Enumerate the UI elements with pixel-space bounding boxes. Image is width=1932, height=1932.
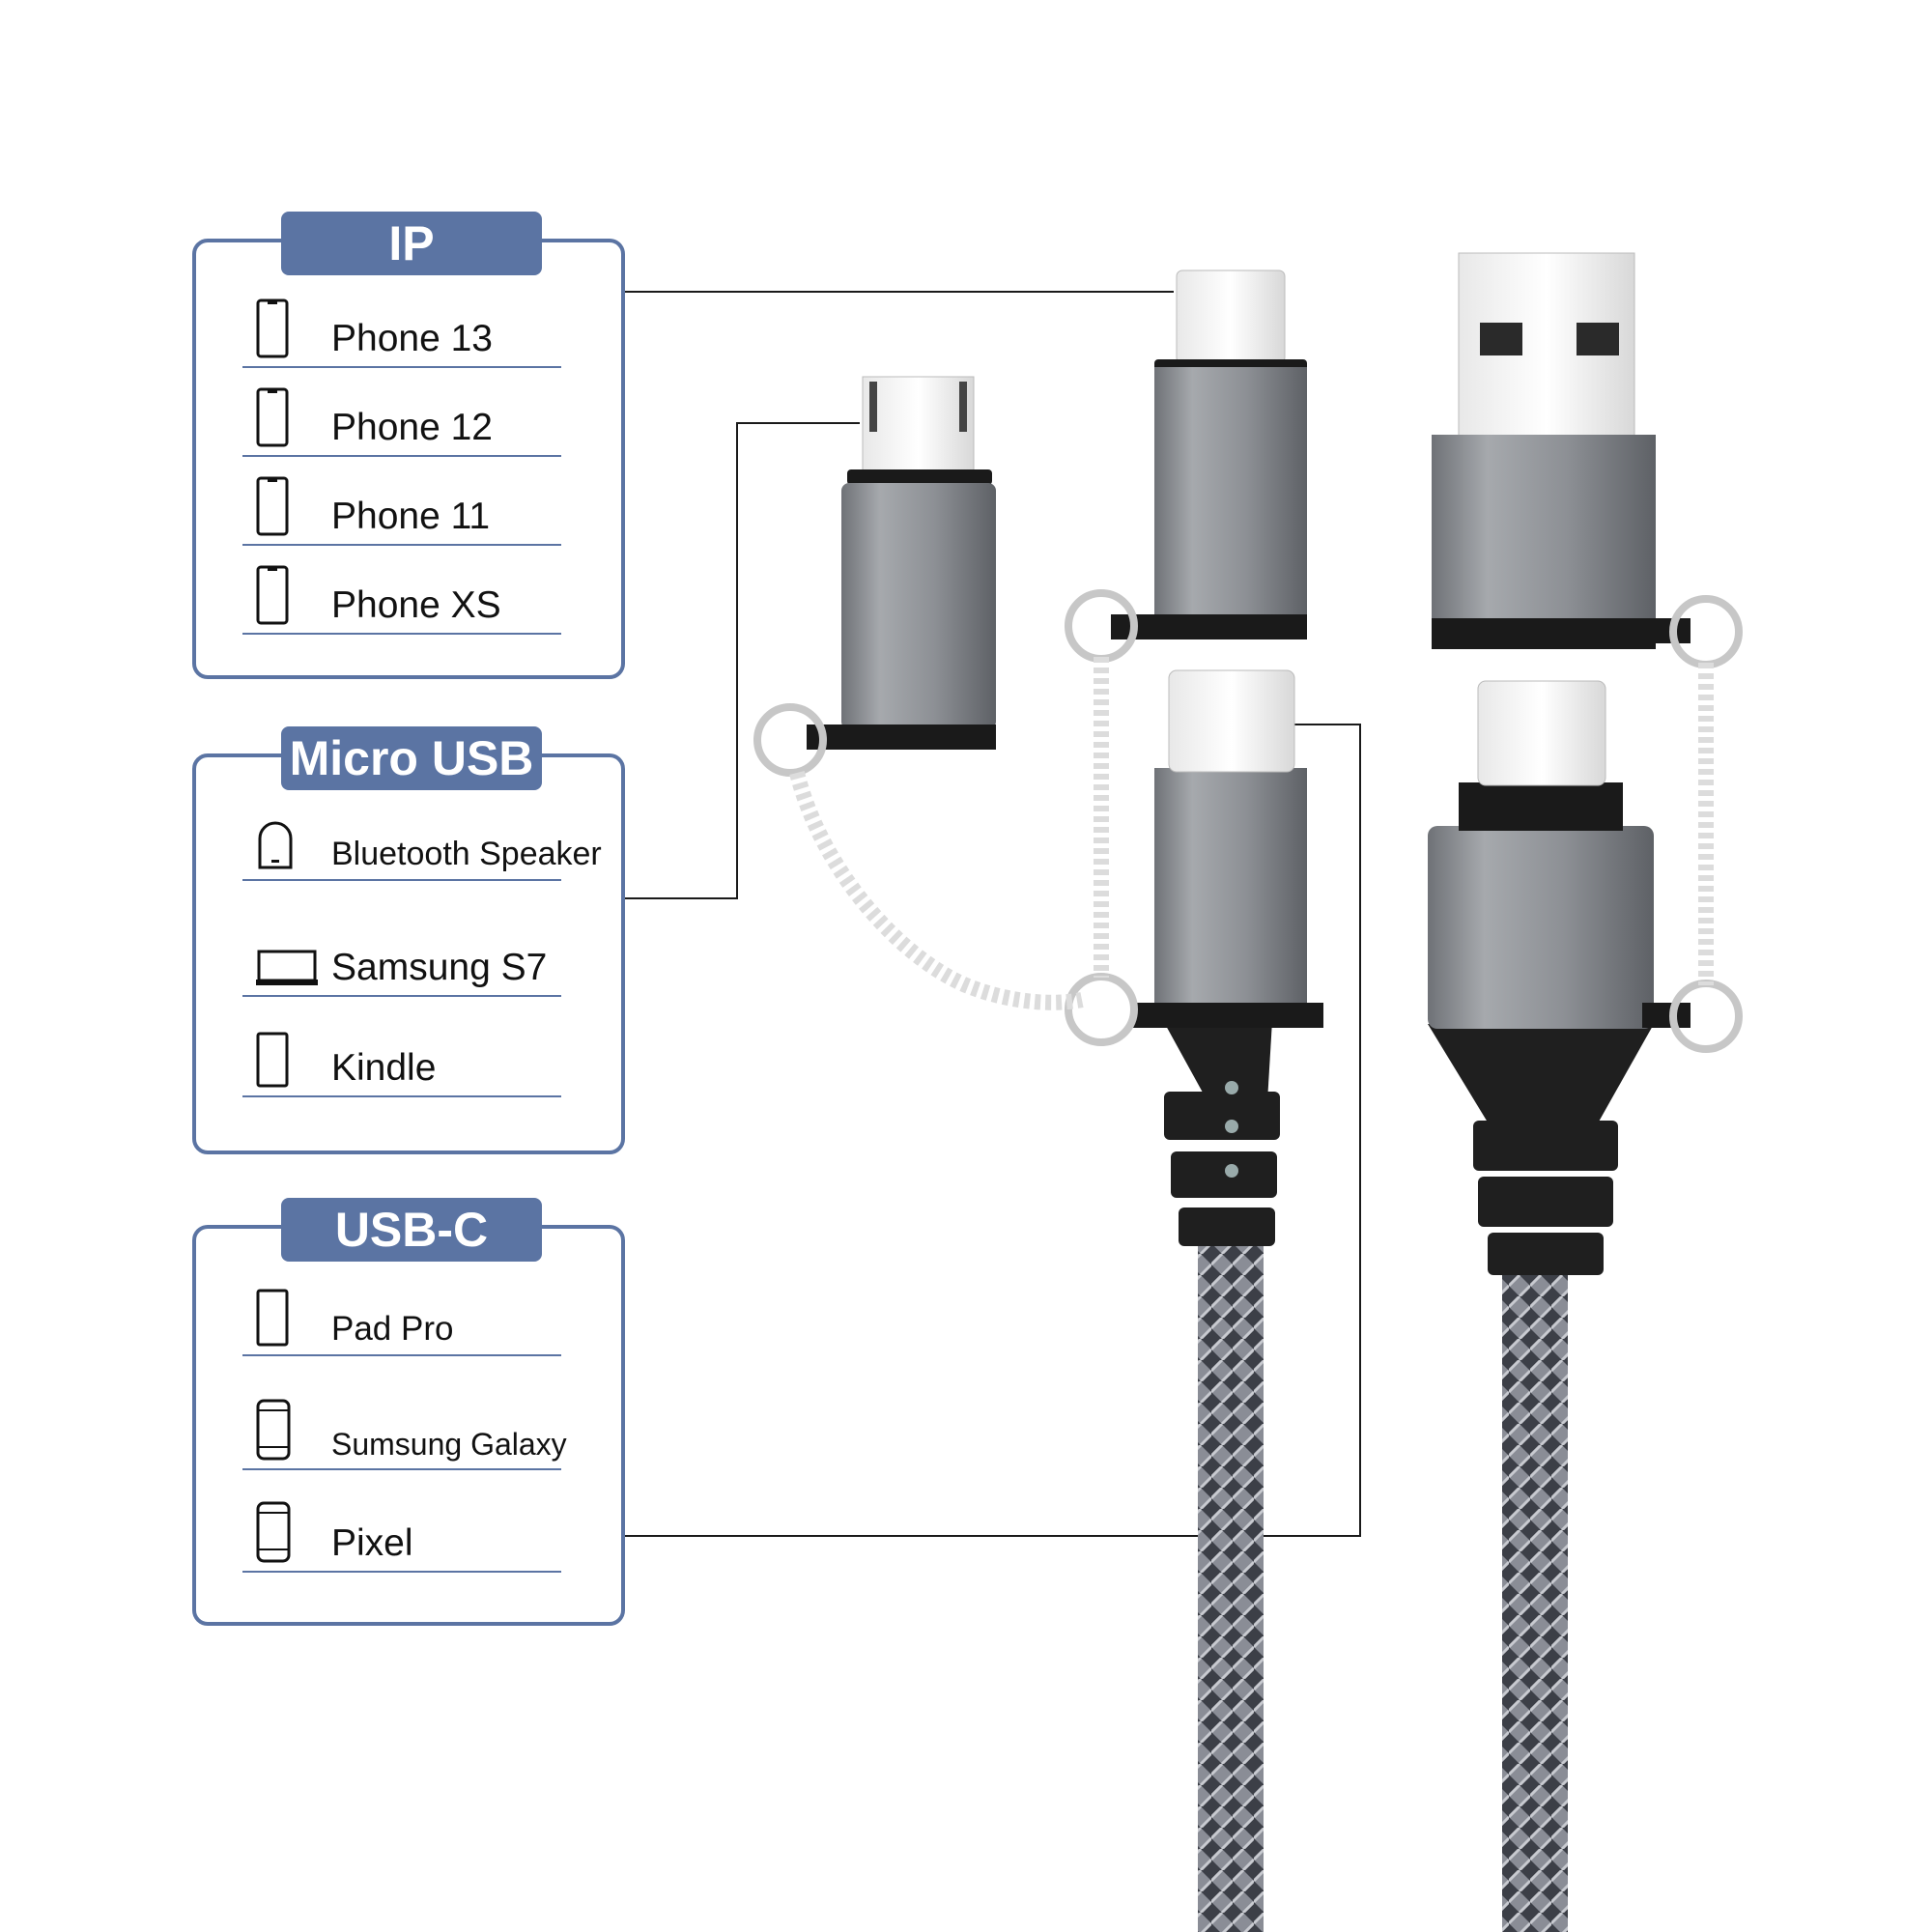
right-braided-cable: [1502, 1275, 1568, 1932]
connector-lines: [625, 291, 1361, 1537]
list-item: Kindle: [242, 995, 561, 1097]
list-item: Phone 13: [242, 297, 561, 368]
left-braided-cable: [1198, 1246, 1264, 1932]
list-item: Bluetooth Speaker: [242, 796, 602, 881]
microusb-shell: [841, 483, 996, 729]
item-label: Phone 13: [331, 318, 493, 359]
item-label: Phone 12: [331, 407, 493, 448]
list-item: Phone 12: [242, 385, 561, 457]
left-usbc-tip: [1168, 669, 1295, 773]
coil-tethers: [789, 657, 1714, 1010]
list-item: Samsung S7: [242, 879, 561, 997]
usb-c-panel: USB-C Pad Pro Sumsung Galaxy Pixel: [192, 1198, 625, 1626]
ip-panel: IP Phone 13 Phone 12 Phone 11 Phone XS: [192, 212, 625, 679]
list-item: Sumsung Galaxy: [242, 1354, 567, 1470]
tablet-icon: [256, 1289, 289, 1347]
item-label: Phone XS: [331, 584, 501, 626]
tablet-icon: [256, 1032, 289, 1088]
microusb-tip: [862, 376, 975, 474]
left-strain-relief: [1154, 1005, 1280, 1246]
usbc-line: [625, 724, 1361, 1537]
list-item: Phone 11: [242, 474, 561, 546]
list-item: Pixel: [242, 1468, 561, 1573]
speaker-icon: [258, 821, 293, 869]
phone-icon: [256, 565, 289, 625]
right-usbc-shell: [1428, 826, 1654, 1029]
ip-panel-title: IP: [281, 212, 542, 275]
lightning-shell: [1154, 367, 1307, 618]
item-label: Phone 11: [331, 496, 491, 537]
phone-icon: [256, 476, 289, 536]
item-label: Samsung S7: [331, 947, 548, 988]
usba-shell: [1432, 435, 1656, 628]
item-label: Pad Pro: [331, 1310, 454, 1348]
item-label: Kindle: [331, 1047, 437, 1089]
list-item: Phone XS: [242, 563, 561, 635]
item-label: Bluetooth Speaker: [331, 836, 602, 872]
usb-c-panel-title: USB-C: [281, 1198, 542, 1262]
smartphone-icon: [256, 1399, 291, 1461]
microusb-line: [625, 422, 860, 899]
smartphone-icon: [256, 1501, 291, 1563]
laptop-icon: [256, 950, 318, 985]
phone-icon: [256, 387, 289, 447]
right-usbc-tip: [1477, 680, 1606, 786]
micro-usb-panel: Micro USB Bluetooth Speaker Samsung S7 K…: [192, 726, 625, 1154]
item-label: Pixel: [331, 1522, 413, 1564]
phone-icon: [256, 298, 289, 358]
lightning-tip: [1176, 270, 1286, 364]
left-usbc-shell: [1154, 768, 1307, 1009]
item-label: Sumsung Galaxy: [331, 1427, 567, 1462]
micro-usb-panel-title: Micro USB: [281, 726, 542, 790]
right-strain-relief: [1428, 1024, 1654, 1275]
list-item: Pad Pro: [242, 1275, 561, 1356]
